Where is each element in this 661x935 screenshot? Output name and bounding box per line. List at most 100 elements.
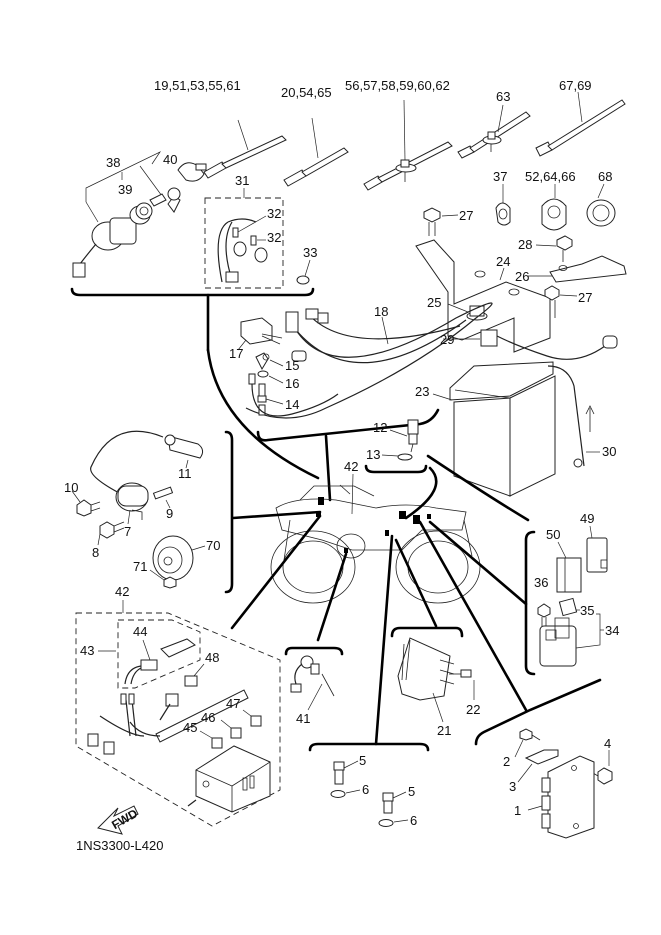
callout-67-69: 67,69 (559, 78, 592, 93)
callout-41: 41 (296, 711, 310, 726)
relay-50 (556, 541, 582, 593)
group-bracket-main-switch (70, 287, 315, 297)
negative-lead-30 (547, 365, 600, 468)
callout-11: 11 (178, 466, 192, 481)
bracket-3 (517, 749, 559, 783)
starter-relay-34 (539, 613, 604, 667)
callout-71: 71 (133, 559, 147, 574)
callout-42-top: 42 (344, 459, 358, 474)
callout-5-right: 5 (408, 784, 415, 799)
group-bracket-41 (284, 646, 344, 656)
callout-48: 48 (205, 650, 219, 665)
callout-8: 8 (92, 545, 99, 560)
bolt-36 (537, 603, 551, 628)
callout-43: 43 (80, 643, 94, 658)
callout-10: 10 (64, 480, 78, 495)
bolt-71 (149, 569, 177, 589)
callout-56-62: 56,57,58,59,60,62 (345, 78, 450, 93)
cable-tie-63 (457, 104, 531, 159)
bolt-27-top (423, 207, 459, 236)
cdi-unit-1 (527, 755, 595, 839)
callout-49: 49 (580, 511, 594, 526)
leader-21 (394, 538, 438, 628)
callout-9: 9 (166, 506, 173, 521)
callout-14: 14 (285, 397, 299, 412)
callout-3: 3 (509, 779, 516, 794)
leader-41 (316, 552, 348, 642)
callout-28: 28 (518, 237, 532, 252)
callout-20-54-65: 20,54,65 (281, 85, 332, 100)
callout-7: 7 (124, 524, 131, 539)
callout-44: 44 (133, 624, 147, 639)
callout-5-left: 5 (359, 753, 366, 768)
screw-28 (535, 235, 573, 262)
callout-31: 31 (235, 173, 249, 188)
callout-17: 17 (229, 346, 243, 361)
callout-35: 35 (580, 603, 594, 618)
battery-band-26 (528, 255, 627, 283)
callout-15: 15 (285, 358, 299, 373)
bolt-27-bottom (544, 285, 578, 318)
sub-lead-31-box (204, 197, 284, 289)
callout-52-64-66: 52,64,66 (525, 169, 576, 184)
ignition-coil-7 (115, 482, 149, 525)
clamp-68 (586, 183, 616, 227)
horn-70 (152, 535, 206, 581)
switch-12 (389, 419, 419, 453)
callout-38: 38 (106, 155, 120, 170)
group-bracket-ignition (224, 430, 234, 594)
collar-9 (152, 486, 174, 509)
relay-48 (184, 663, 205, 687)
cable-tie-19-51-53-55-61 (203, 119, 287, 179)
callout-25: 25 (427, 295, 441, 310)
sensor-5-right (382, 791, 407, 814)
callout-70: 70 (206, 538, 220, 553)
leader-cdi (418, 520, 528, 712)
group-bracket-12-13 (364, 464, 428, 474)
callout-40: 40 (163, 152, 177, 167)
callout-46: 46 (201, 710, 215, 725)
rectifier-regulator-21 (397, 637, 455, 723)
lead-15 (255, 352, 284, 371)
callout-34: 34 (605, 623, 619, 638)
group-bracket-21 (390, 626, 464, 638)
bolt-10 (71, 490, 101, 517)
leader-12-13 (404, 466, 438, 520)
callout-37: 37 (493, 169, 507, 184)
callout-45: 45 (183, 720, 197, 735)
bolt-22 (449, 669, 475, 700)
callout-2: 2 (503, 754, 510, 769)
leader-main-switch (206, 348, 320, 480)
callout-27-top: 27 (459, 208, 473, 223)
callout-42: 42 (115, 584, 129, 599)
callout-68: 68 (598, 169, 612, 184)
harness-body (87, 689, 249, 755)
callout-13: 13 (366, 447, 380, 462)
callout-1: 1 (514, 803, 521, 818)
group-bracket-harness (256, 408, 440, 442)
callout-16: 16 (285, 376, 299, 391)
screw-2 (514, 728, 541, 758)
fuse-47 (242, 709, 262, 727)
callout-32-upper: 32 (267, 206, 281, 221)
leader-battery (426, 454, 530, 522)
callout-30: 30 (602, 444, 616, 459)
callout-24: 24 (496, 254, 510, 269)
switch-14 (248, 373, 339, 417)
bolt-8 (97, 521, 125, 546)
washer-16 (257, 370, 284, 384)
switch-41 (290, 655, 335, 711)
callout-6-left: 6 (362, 782, 369, 797)
sub-lead-31 (217, 215, 268, 283)
lead-43-box (117, 619, 201, 689)
callout-26: 26 (515, 269, 529, 284)
cable-tie-20-54-65 (283, 117, 349, 187)
grommet-33 (296, 275, 310, 285)
callout-39: 39 (118, 182, 132, 197)
leader-ignition (231, 510, 322, 520)
harness-42-box (75, 612, 281, 827)
callout-21: 21 (437, 723, 451, 738)
cover-29 (443, 329, 618, 360)
clamp-37 (495, 184, 511, 226)
